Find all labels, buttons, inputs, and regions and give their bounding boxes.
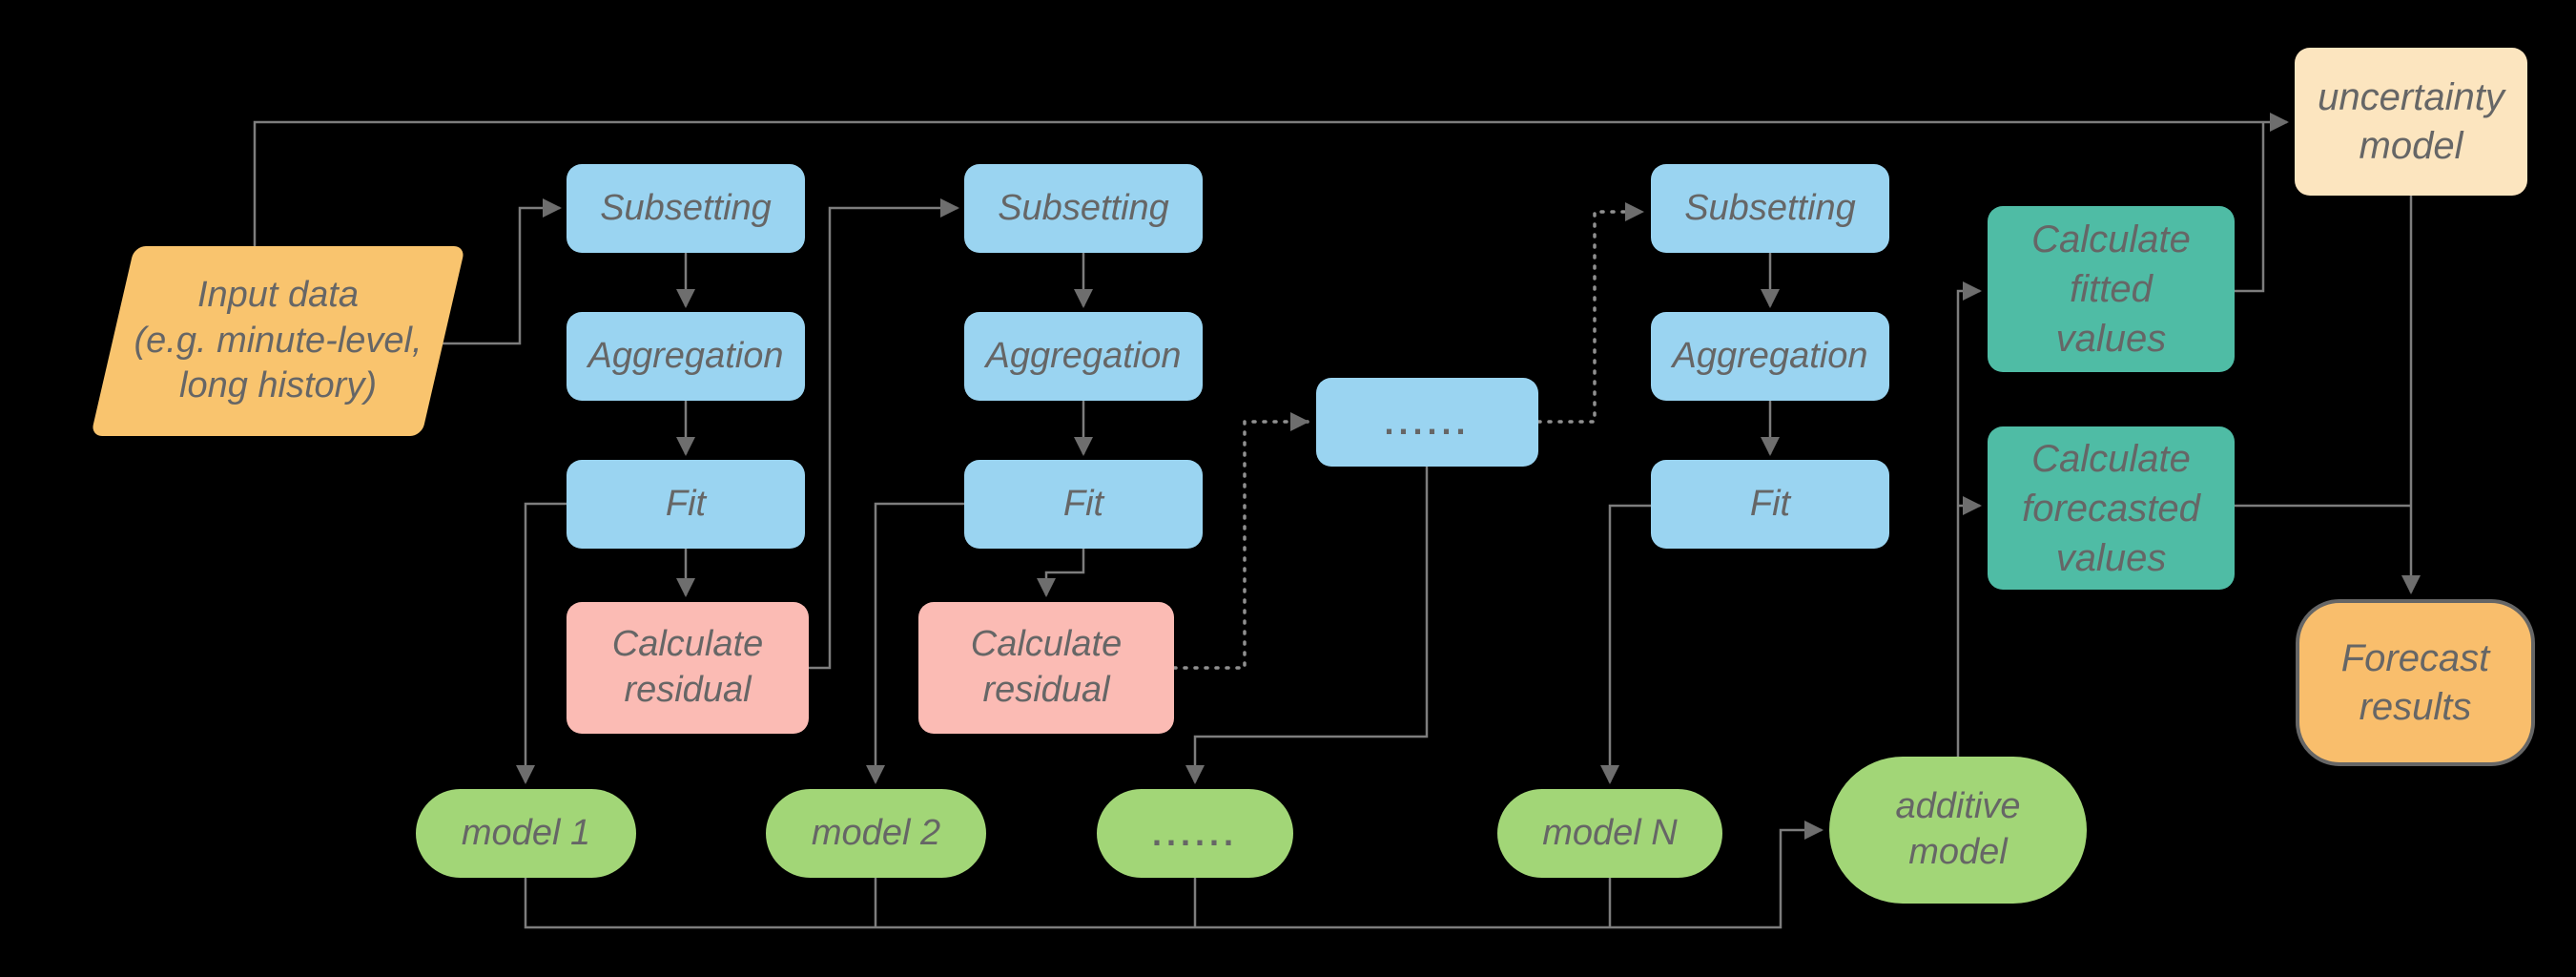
node-label: Subsetting [1684, 187, 1856, 228]
node-label: uncertainty model [2318, 76, 2504, 167]
edge-fit1-to-model1 [516, 502, 567, 784]
node-aggregation-2: Aggregation [964, 312, 1203, 401]
edge-fit2-to-residual2 [1037, 549, 1085, 597]
node-label: model 1 [461, 812, 591, 853]
node-aggregation-n: Aggregation [1651, 312, 1889, 401]
node-calculate-forecasted-values: Calculate forecasted values [1988, 426, 2235, 590]
node-ellipsis-box: ...... [1316, 378, 1538, 467]
edge-fitted-to-uncertainty-join [2235, 122, 2265, 293]
edge-residual1-to-subsetting2 [809, 198, 959, 670]
node-label: Fit [1062, 483, 1104, 524]
node-label: Calculate residual [611, 624, 764, 710]
node-label: Subsetting [998, 187, 1169, 228]
node-label: Subsetting [600, 187, 772, 228]
node-subsetting-1: Subsetting [567, 164, 805, 253]
node-label: Aggregation [587, 335, 784, 376]
node-input-data: Input data (e.g. minute-level, long hist… [91, 246, 465, 436]
node-calculate-residual-1: Calculate residual [567, 602, 809, 734]
node-fit-2: Fit [964, 460, 1203, 549]
node-aggregation-1: Aggregation [567, 312, 805, 401]
node-label: Fit [1749, 483, 1791, 524]
node-fit-1: Fit [567, 460, 805, 549]
node-label: additive model [1895, 786, 2021, 872]
node-label: Aggregation [1672, 335, 1868, 376]
node-forecast-results: Forecast results [2296, 599, 2535, 766]
node-label: model N [1542, 812, 1678, 853]
node-label: Forecast results [2340, 637, 2490, 728]
edge-additive-to-fitted [1956, 281, 1982, 757]
node-subsetting-2: Subsetting [964, 164, 1203, 253]
node-label: ...... [1384, 402, 1471, 442]
node-label: Calculate fitted values [2031, 218, 2191, 360]
node-uncertainty-model: uncertainty model [2295, 48, 2527, 196]
node-label: Calculate residual [970, 624, 1123, 710]
node-label: model 2 [811, 812, 941, 853]
node-label: Aggregation [985, 335, 1182, 376]
node-label: Input data (e.g. minute-level, long hist… [134, 274, 422, 406]
edge-input-to-uncertainty [253, 113, 2289, 246]
node-ellipsis-pill: ...... [1097, 789, 1293, 878]
edge-fitN-to-modelN [1600, 504, 1651, 784]
node-model-1: model 1 [416, 789, 636, 878]
edge-ellipsis-box-to-subsettingN [1536, 202, 1644, 424]
node-additive-model: additive model [1829, 757, 2087, 904]
edge-ellipsis-box-to-ellipsis-pill [1185, 467, 1429, 784]
node-label: Fit [665, 483, 707, 524]
node-calculate-fitted-values: Calculate fitted values [1988, 206, 2235, 372]
node-label: ...... [1151, 813, 1238, 853]
node-model-n: model N [1497, 789, 1722, 878]
node-calculate-residual-2: Calculate residual [918, 602, 1174, 734]
node-subsetting-n: Subsetting [1651, 164, 1889, 253]
node-model-2: model 2 [766, 789, 986, 878]
node-label: Calculate forecasted values [2022, 437, 2200, 579]
node-fit-n: Fit [1651, 460, 1889, 549]
